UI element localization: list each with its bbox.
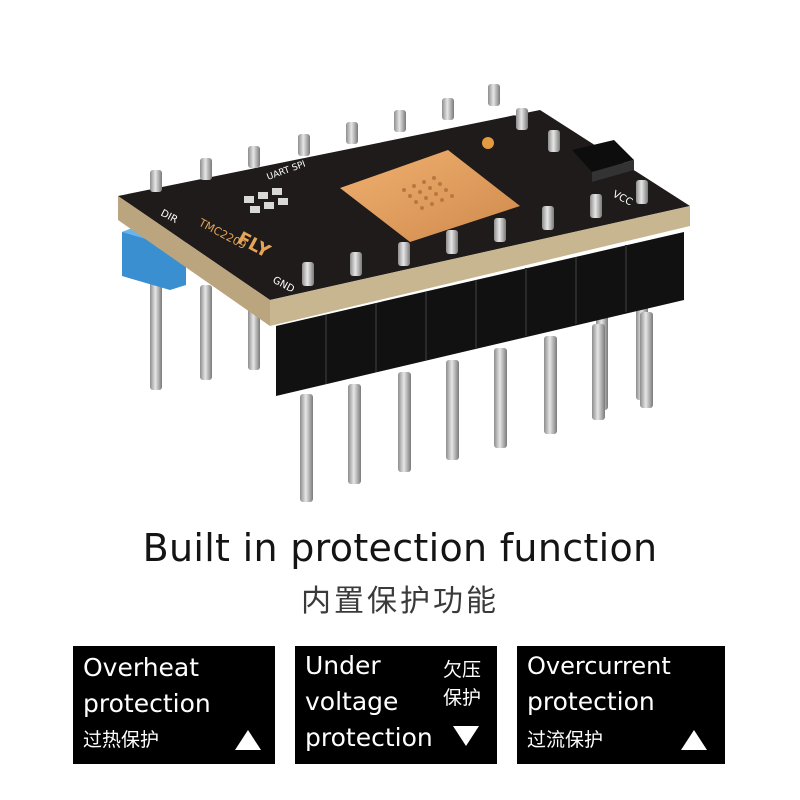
- top-pin-tips-front: [302, 180, 648, 286]
- card-title-line1: Overcurrent: [527, 652, 671, 680]
- card-chinese-label-line1: 欠压: [443, 659, 482, 681]
- thermal-pad: [340, 150, 520, 242]
- card-title-line3: protection: [305, 723, 433, 752]
- card-chinese-label: 过热保护: [83, 729, 160, 751]
- overheat-protection-card: Overheat protection 过热保护: [73, 646, 275, 764]
- orange-via: [482, 137, 494, 149]
- overcurrent-protection-card: Overcurrent protection 过流保护: [517, 646, 725, 764]
- card-title-line2: protection: [83, 689, 211, 718]
- undervoltage-protection-card: Under voltage protection 欠压 保护: [295, 646, 497, 764]
- arrow-up-icon: [681, 730, 707, 750]
- arrow-up-icon: [235, 730, 261, 750]
- card-title-line2: voltage: [305, 687, 399, 716]
- front-pins: [300, 312, 653, 502]
- product-photo: DIR GND VCC EN UART SPI FLY TMC2209: [118, 84, 690, 502]
- pin-header: [276, 232, 684, 396]
- top-pin-tips-back: [150, 84, 560, 192]
- sense-chip: [572, 140, 634, 182]
- card-chinese-label: 过流保护: [527, 729, 604, 751]
- headline: Built in protection function: [142, 526, 658, 570]
- arrow-down-icon: [453, 726, 479, 746]
- card-title-line1: Under: [305, 651, 381, 680]
- card-chinese-label-line2: 保护: [443, 687, 482, 709]
- card-title-line1: Overheat: [83, 653, 200, 682]
- jumper-pads: [244, 188, 288, 213]
- card-title-line2: protection: [527, 687, 655, 716]
- subheadline: 内置保护功能: [301, 584, 499, 619]
